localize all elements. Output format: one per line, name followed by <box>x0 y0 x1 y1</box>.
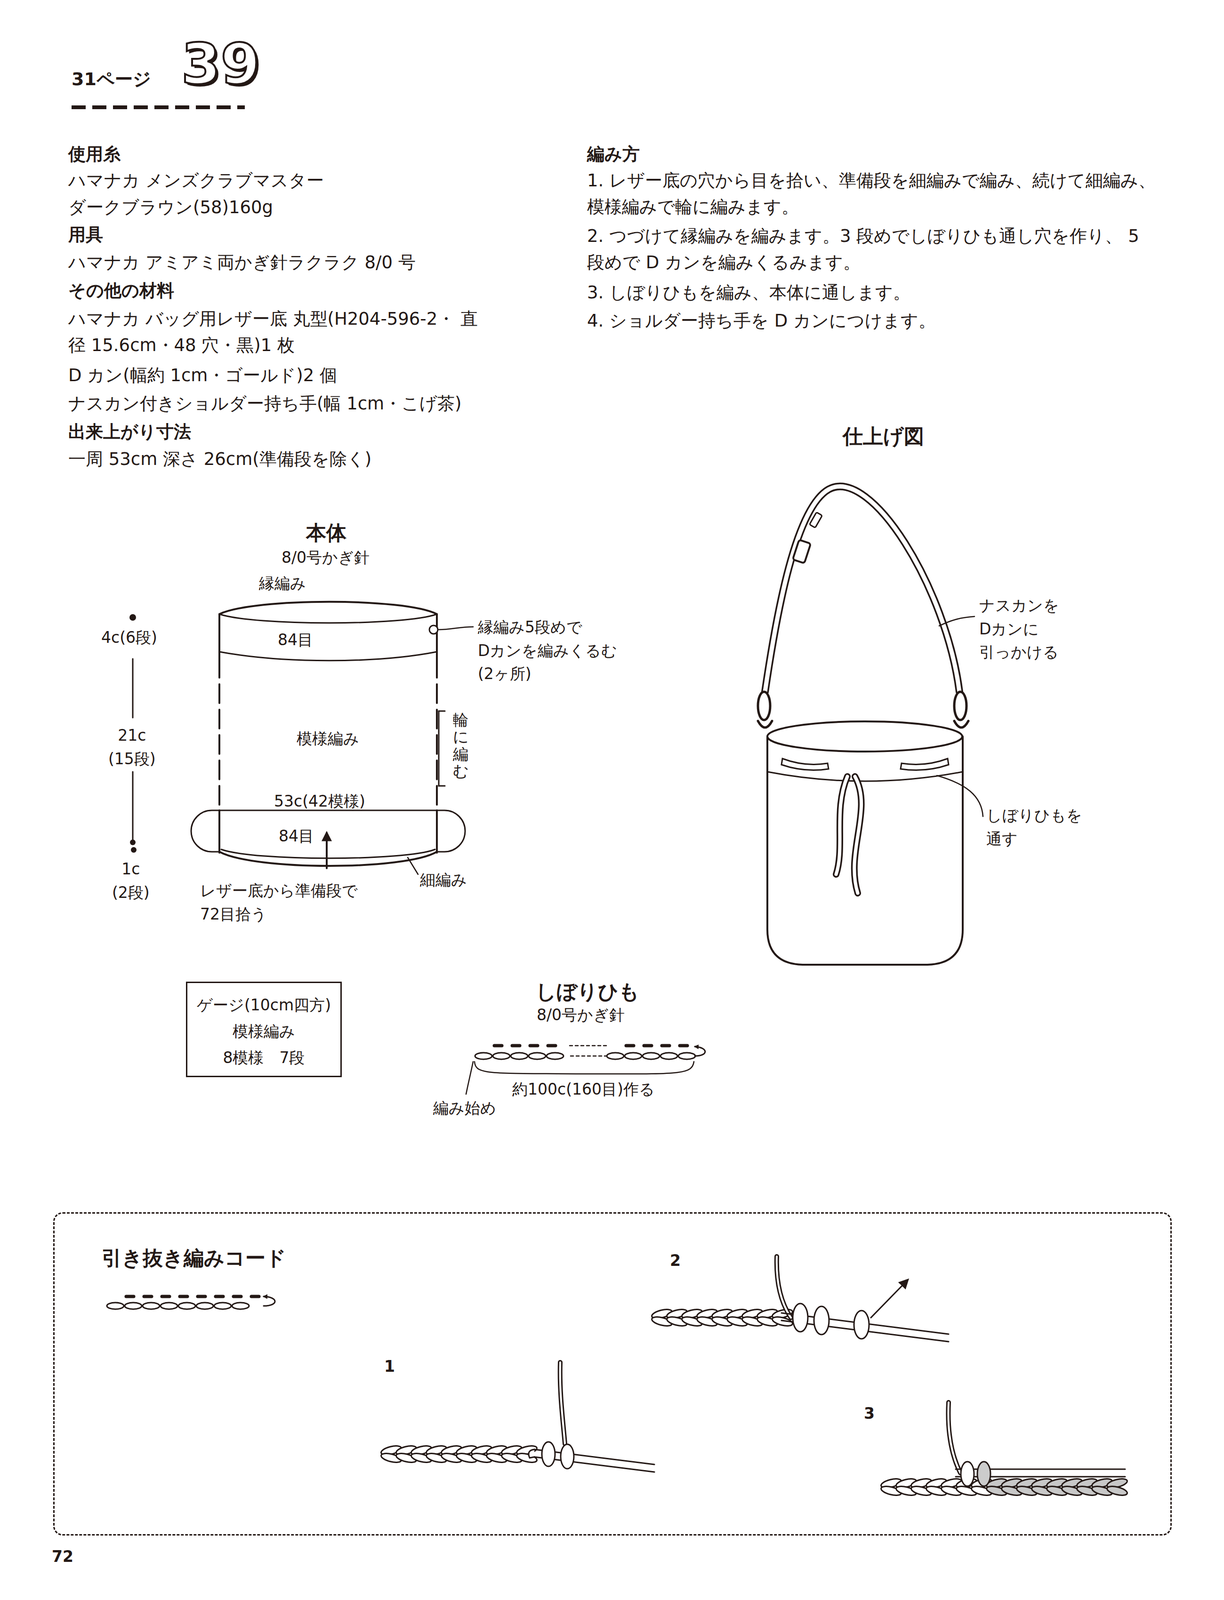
callout: ナスカンを Dカンに 引っかける <box>979 594 1060 665</box>
box-text: 3 <box>863 1402 875 1426</box>
instruction: 4. ショルダー持ち手を D カンにつけます。 <box>587 307 936 335</box>
part-name: 本体 <box>306 517 347 549</box>
stitch-count: 84目 <box>277 628 314 653</box>
part-name: しぼりひも <box>535 976 640 1008</box>
box-text: 模様編み <box>187 1020 341 1044</box>
heading: 使用糸 <box>68 141 121 168</box>
stitch-label: 模様編み <box>296 727 360 751</box>
page-title: 39 <box>181 32 260 96</box>
material: D カン(幅約 1cm・ゴールド)2 個 <box>68 362 338 389</box>
box-title: 引き抜き編みコード <box>101 1243 287 1274</box>
tool: ハマナカ アミアミ両かぎ針ラクラク 8/0 号 <box>68 249 416 276</box>
gauge-box: ゲージ(10cm四方)模様編み8模様 7段 <box>185 982 342 1078</box>
hook-size: 8/0号かぎ針 <box>281 546 370 570</box>
page-number: 72 <box>51 1545 74 1570</box>
note: 縁編み5段めで Dカンを編みくるむ (2ヶ所) <box>477 615 618 686</box>
instruction: 3. しぼりひもを編み、本体に通します。 <box>587 279 911 306</box>
box-text: 2 <box>669 1249 681 1273</box>
heading: 仕上げ図 <box>842 421 925 452</box>
yarn: ハマナカ メンズクラブマスター <box>68 167 324 194</box>
hook-size: 8/0号かぎ針 <box>536 1003 625 1028</box>
box-title: ゲージ(10cm四方) <box>187 993 341 1018</box>
heading: 用具 <box>68 221 104 249</box>
box-text: 8模様 7段 <box>187 1046 341 1071</box>
heading: 編み方 <box>587 141 640 168</box>
material: ナスカン付きショルダー持ち手(幅 1cm・こげ茶) <box>68 390 462 418</box>
yarn: ダークブラウン(58)160g <box>68 194 274 221</box>
size: 一周 53cm 深さ 26cm(準備段を除く) <box>68 446 372 473</box>
technique-panel: 引き抜き編みコード 1 2 3 <box>53 1212 1172 1537</box>
instruction: 2. つづけて縁編みを編みます。3 段めでしぼりひも通し穴を作り、 5 段めで … <box>587 223 1157 276</box>
material: ハマナカ バッグ用レザー底 丸型(H204-596-2・ 直径 15.6cm・4… <box>68 306 492 359</box>
heading: その他の材料 <box>68 277 175 305</box>
heading: 出来上がり寸法 <box>68 418 192 446</box>
note: 編み始め <box>433 1096 497 1121</box>
dimension: 4c(6段) <box>101 626 158 650</box>
page-ref: 31ページ <box>71 65 152 93</box>
stitch-label: 細編み <box>419 868 468 893</box>
callout: しぼりひもを 通す <box>986 804 1083 851</box>
dimension: 21c (15段) <box>108 724 156 771</box>
box-text: 1 <box>384 1355 395 1379</box>
stitch-label: 縁編み <box>258 571 306 596</box>
stitch-count: 84目 <box>278 824 315 849</box>
instruction: 1. レザー底の穴から目を拾い、準備段を細編みで編み、続けて細編み、 模様編みで… <box>587 167 1157 220</box>
dimension: 1c (2段) <box>112 857 150 905</box>
note: レザー底から準備段で 72目拾う <box>200 879 358 927</box>
note: 輪に編む <box>452 711 469 781</box>
dimension: 53c(42模様) <box>273 789 366 814</box>
dimension: 約100c(160目)作る <box>512 1078 655 1102</box>
